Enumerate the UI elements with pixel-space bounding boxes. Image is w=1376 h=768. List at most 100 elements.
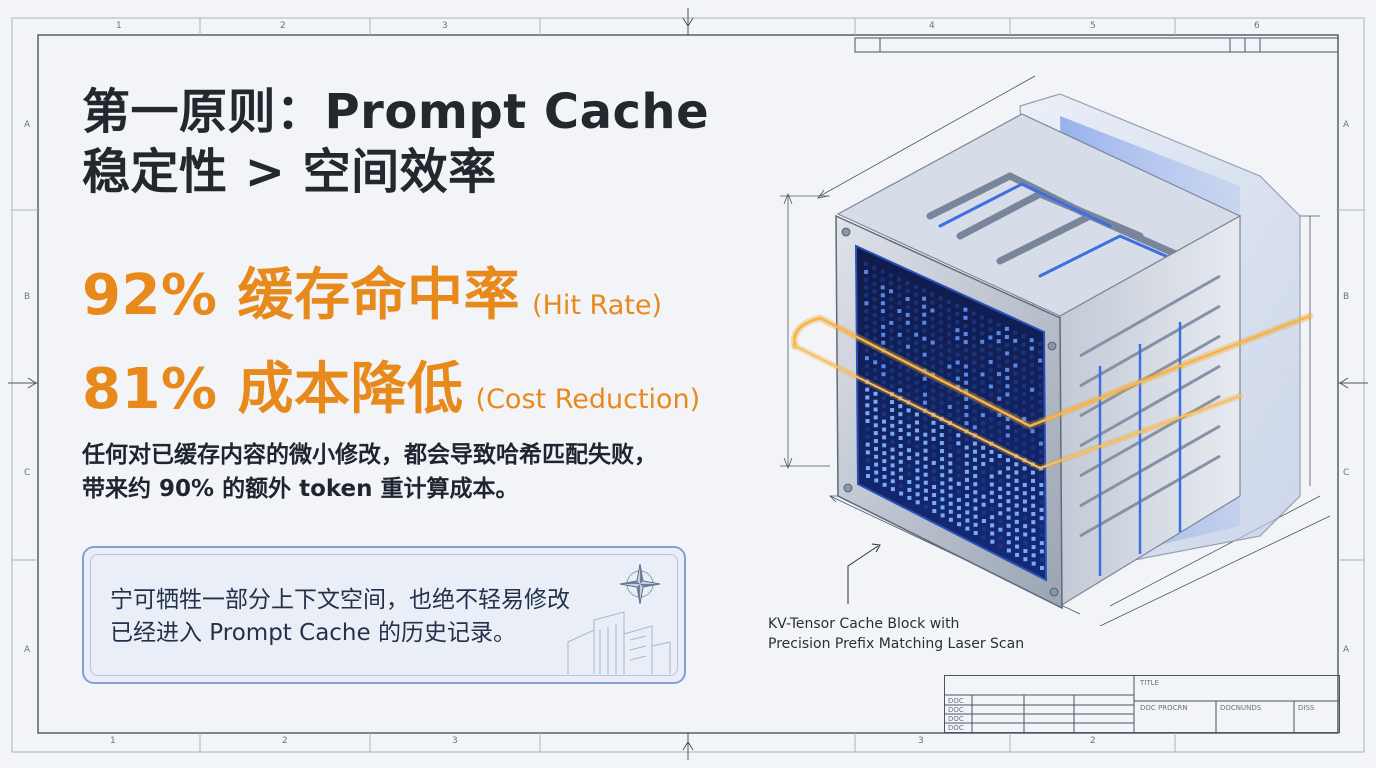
led-dot [865, 426, 870, 431]
led-dot [989, 482, 994, 487]
led-dot [915, 436, 920, 441]
led-dot [973, 514, 978, 519]
led-dot [989, 474, 994, 479]
led-dot [1022, 433, 1027, 438]
led-dot [947, 380, 952, 385]
led-dot [964, 445, 969, 450]
led-dot [922, 304, 927, 309]
led-dot [915, 468, 920, 473]
led-dot [1031, 503, 1036, 508]
led-dot [923, 416, 928, 421]
led-dot [1014, 503, 1019, 508]
led-dot [931, 396, 936, 401]
led-dot [996, 355, 1001, 360]
led-dot [1021, 367, 1026, 372]
led-dot [915, 428, 919, 433]
led-dot [980, 364, 985, 369]
led-dot [964, 469, 969, 474]
led-dot [881, 395, 886, 400]
led-dot [1022, 466, 1027, 471]
led-dot [998, 511, 1003, 516]
led-dot [1014, 437, 1019, 442]
led-dot [981, 478, 986, 483]
led-dot [956, 433, 961, 438]
led-dot [881, 372, 886, 377]
led-dot [972, 360, 977, 365]
ruler-top-3: 3 [442, 21, 448, 31]
led-dot [990, 531, 995, 536]
led-dot [1038, 366, 1043, 371]
led-dot [980, 372, 985, 377]
led-dot [1006, 507, 1011, 512]
led-dot [997, 404, 1002, 409]
led-dot [890, 423, 895, 428]
led-dot [907, 464, 912, 469]
led-dot [947, 364, 952, 369]
led-dot [865, 419, 870, 423]
led-dot [931, 388, 936, 393]
led-dot [1014, 478, 1019, 483]
led-dot [955, 352, 960, 357]
led-dot [980, 331, 985, 336]
led-dot [948, 453, 953, 458]
led-dot [963, 348, 968, 353]
led-dot [956, 417, 961, 422]
led-dot [1005, 433, 1010, 438]
led-dot [939, 441, 944, 445]
led-dot [898, 372, 902, 377]
led-dot [905, 320, 910, 325]
led-dot [1021, 392, 1026, 397]
led-dot [1006, 523, 1011, 528]
led-dot [898, 459, 903, 464]
led-dot [889, 313, 894, 317]
led-dot [881, 356, 886, 361]
led-dot [1038, 408, 1043, 413]
led-dot [882, 467, 887, 471]
led-dot [907, 495, 912, 500]
laser-scan-line [793, 314, 1312, 428]
led-dot [913, 308, 918, 313]
ruler-top-1: 1 [116, 21, 122, 31]
led-dot [1038, 350, 1043, 355]
led-dot [989, 498, 994, 503]
led-dot [874, 462, 879, 467]
led-dot [1023, 540, 1028, 545]
led-dot [1038, 400, 1043, 405]
led-dot [964, 396, 969, 401]
ruler-left-a: A [24, 120, 31, 130]
led-dot [872, 320, 877, 325]
led-dot [964, 388, 969, 393]
led-dot [972, 392, 977, 397]
stat-hit-rate-value: 92% 缓存命中率 [82, 263, 521, 328]
callout-inner-border [90, 554, 678, 676]
led-dot [956, 392, 960, 397]
stat-cost-reduction-note: (Cost Reduction) [475, 384, 701, 415]
led-dot [948, 469, 953, 474]
led-dot [931, 420, 936, 425]
led-dot [1005, 343, 1009, 348]
stat-cost-reduction: 81% 成本降低(Cost Reduction) [82, 344, 700, 425]
led-dot [972, 384, 977, 389]
led-dot [881, 332, 886, 337]
led-dot [956, 449, 961, 454]
led-dot [906, 376, 911, 381]
led-dot [914, 372, 919, 377]
led-dot [981, 462, 986, 466]
led-dot [930, 292, 935, 297]
led-dot [898, 380, 903, 385]
led-dot [897, 277, 902, 282]
led-dot [931, 460, 936, 465]
led-dot [997, 470, 1002, 475]
led-dot [922, 336, 927, 341]
ruler-top-2: 2 [280, 21, 286, 31]
led-dot [872, 265, 877, 270]
led-dot [866, 474, 870, 478]
led-dot [930, 332, 935, 337]
led-dot [923, 464, 928, 469]
led-dot [947, 388, 952, 393]
led-dot [939, 384, 944, 389]
description-line-1: 任何对已缓存内容的微小修改，都会导致哈希匹配失败， [82, 442, 657, 468]
led-dot [882, 427, 887, 432]
led-dot [997, 388, 1002, 393]
led-dot [980, 413, 985, 418]
